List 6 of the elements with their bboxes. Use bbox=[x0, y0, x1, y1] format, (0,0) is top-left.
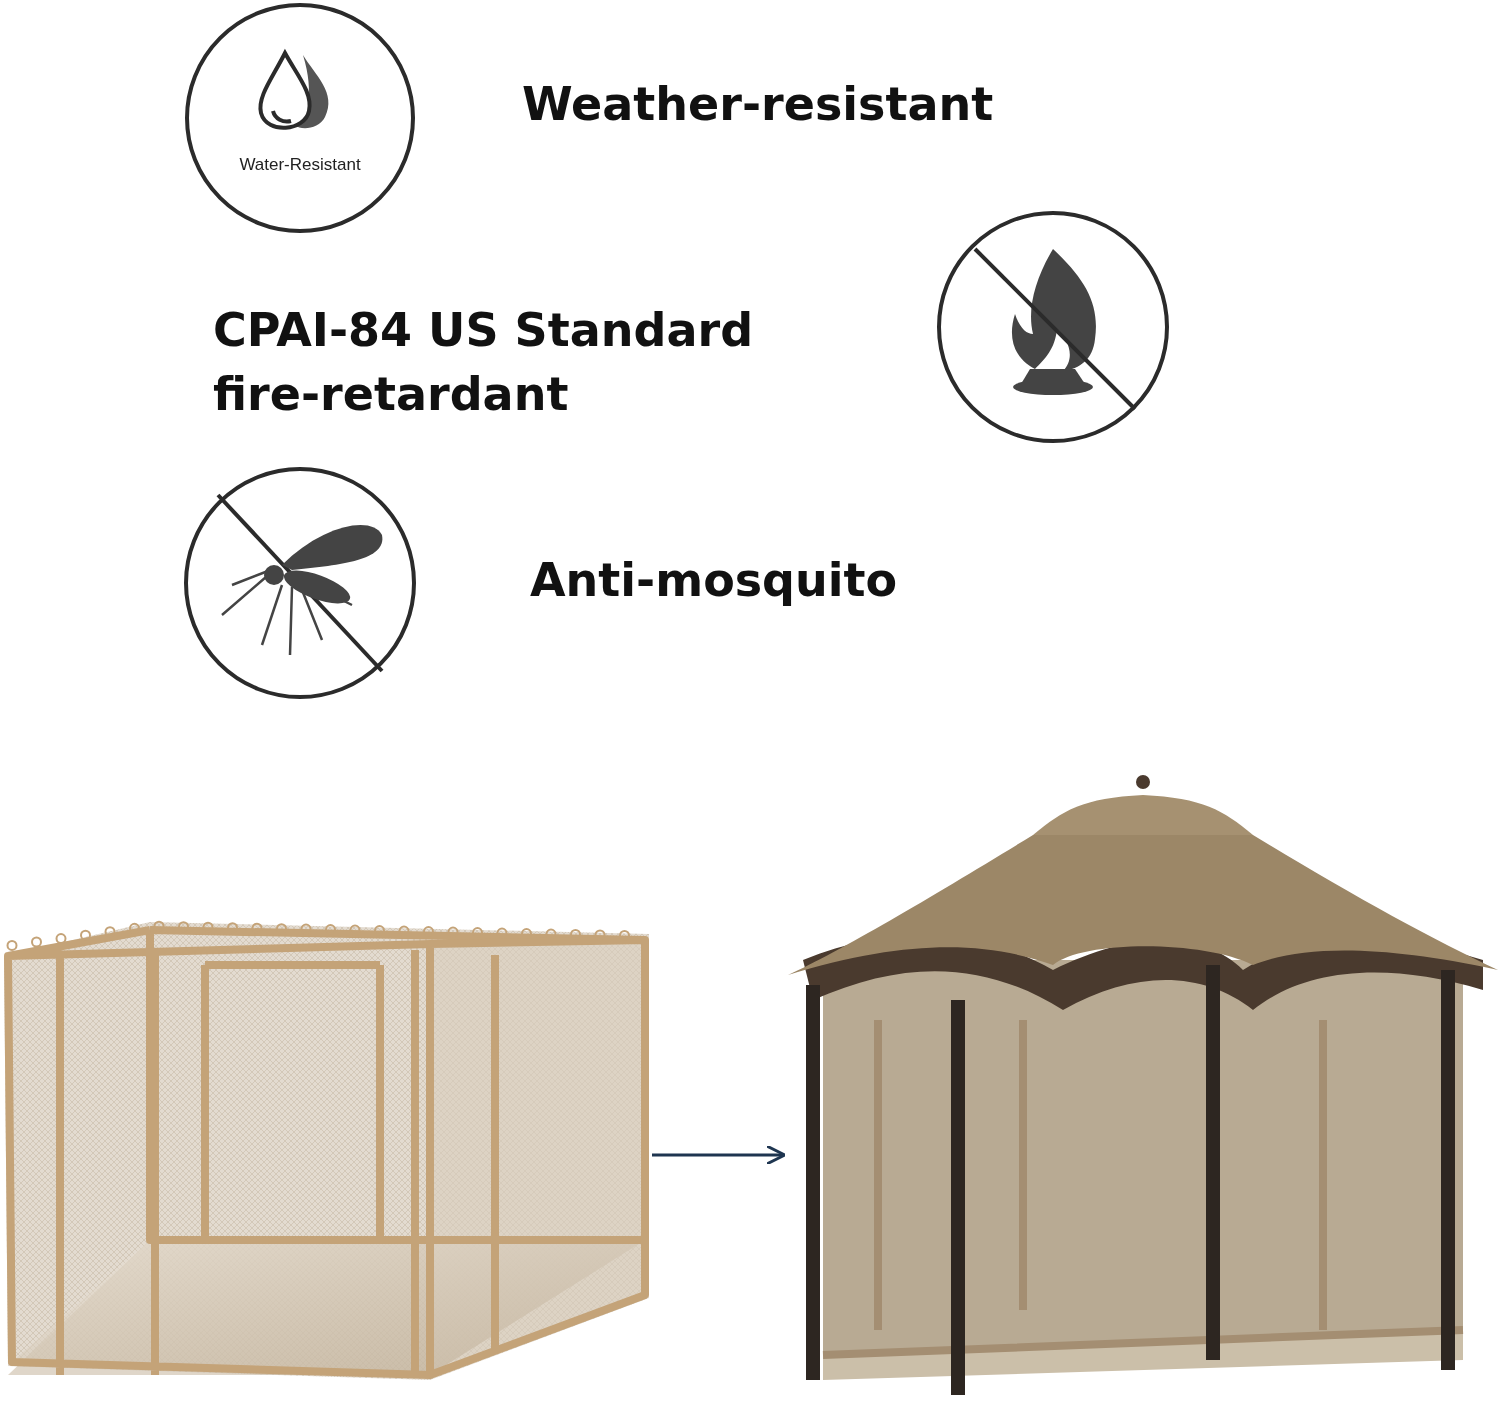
feature-label: Weather-resistant bbox=[522, 76, 994, 133]
arrow bbox=[652, 1144, 787, 1166]
feature-label: CPAI-84 US Standard fire-retardant bbox=[213, 302, 755, 423]
badge-circle bbox=[185, 3, 415, 233]
feature-label: Anti-mosquito bbox=[530, 552, 898, 609]
badge-caption: Water-Resistant bbox=[238, 155, 362, 175]
